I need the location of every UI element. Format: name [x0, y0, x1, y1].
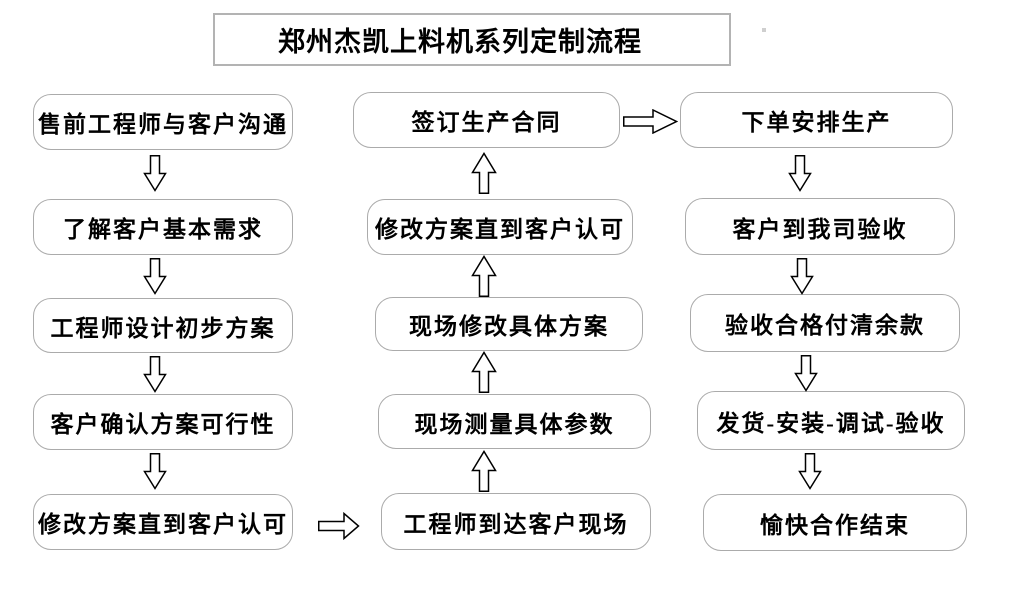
flow-box-left-0: 售前工程师与客户沟通 [33, 94, 293, 150]
flow-box-middle-1: 修改方案直到客户认可 [367, 199, 633, 255]
down-arrow-icon [143, 258, 167, 295]
up-arrow-icon [471, 351, 497, 393]
flow-box-middle-2: 现场修改具体方案 [375, 297, 643, 351]
down-arrow-icon [790, 258, 814, 295]
flow-box-middle-4: 工程师到达客户现场 [381, 493, 651, 550]
right-arrow-icon [623, 109, 678, 134]
up-arrow-icon [471, 152, 497, 194]
stray-dot [762, 28, 766, 32]
title-box: 郑州杰凯上料机系列定制流程 [213, 13, 731, 66]
flow-box-right-2: 验收合格付清余款 [690, 294, 960, 352]
down-arrow-icon [794, 355, 818, 392]
flow-box-middle-3: 现场测量具体参数 [378, 394, 651, 449]
down-arrow-icon [143, 356, 167, 393]
down-arrow-icon [143, 155, 167, 192]
flow-box-right-0: 下单安排生产 [680, 92, 953, 148]
down-arrow-icon [788, 155, 812, 192]
page-title: 郑州杰凯上料机系列定制流程 [278, 27, 642, 57]
flow-box-left-1: 了解客户基本需求 [33, 199, 293, 255]
flow-box-middle-0: 签订生产合同 [353, 92, 620, 148]
flow-box-right-3: 发货-安装-调试-验收 [697, 391, 965, 450]
flow-box-left-2: 工程师设计初步方案 [33, 298, 293, 353]
down-arrow-icon [143, 453, 167, 490]
up-arrow-icon [471, 255, 497, 297]
flow-box-right-4: 愉快合作结束 [703, 494, 967, 551]
right-arrow-icon [318, 512, 360, 540]
flow-box-right-1: 客户到我司验收 [685, 198, 955, 255]
down-arrow-icon [798, 453, 822, 490]
flow-box-left-3: 客户确认方案可行性 [33, 394, 293, 450]
flow-box-left-4: 修改方案直到客户认可 [33, 494, 293, 550]
up-arrow-icon [471, 450, 497, 492]
